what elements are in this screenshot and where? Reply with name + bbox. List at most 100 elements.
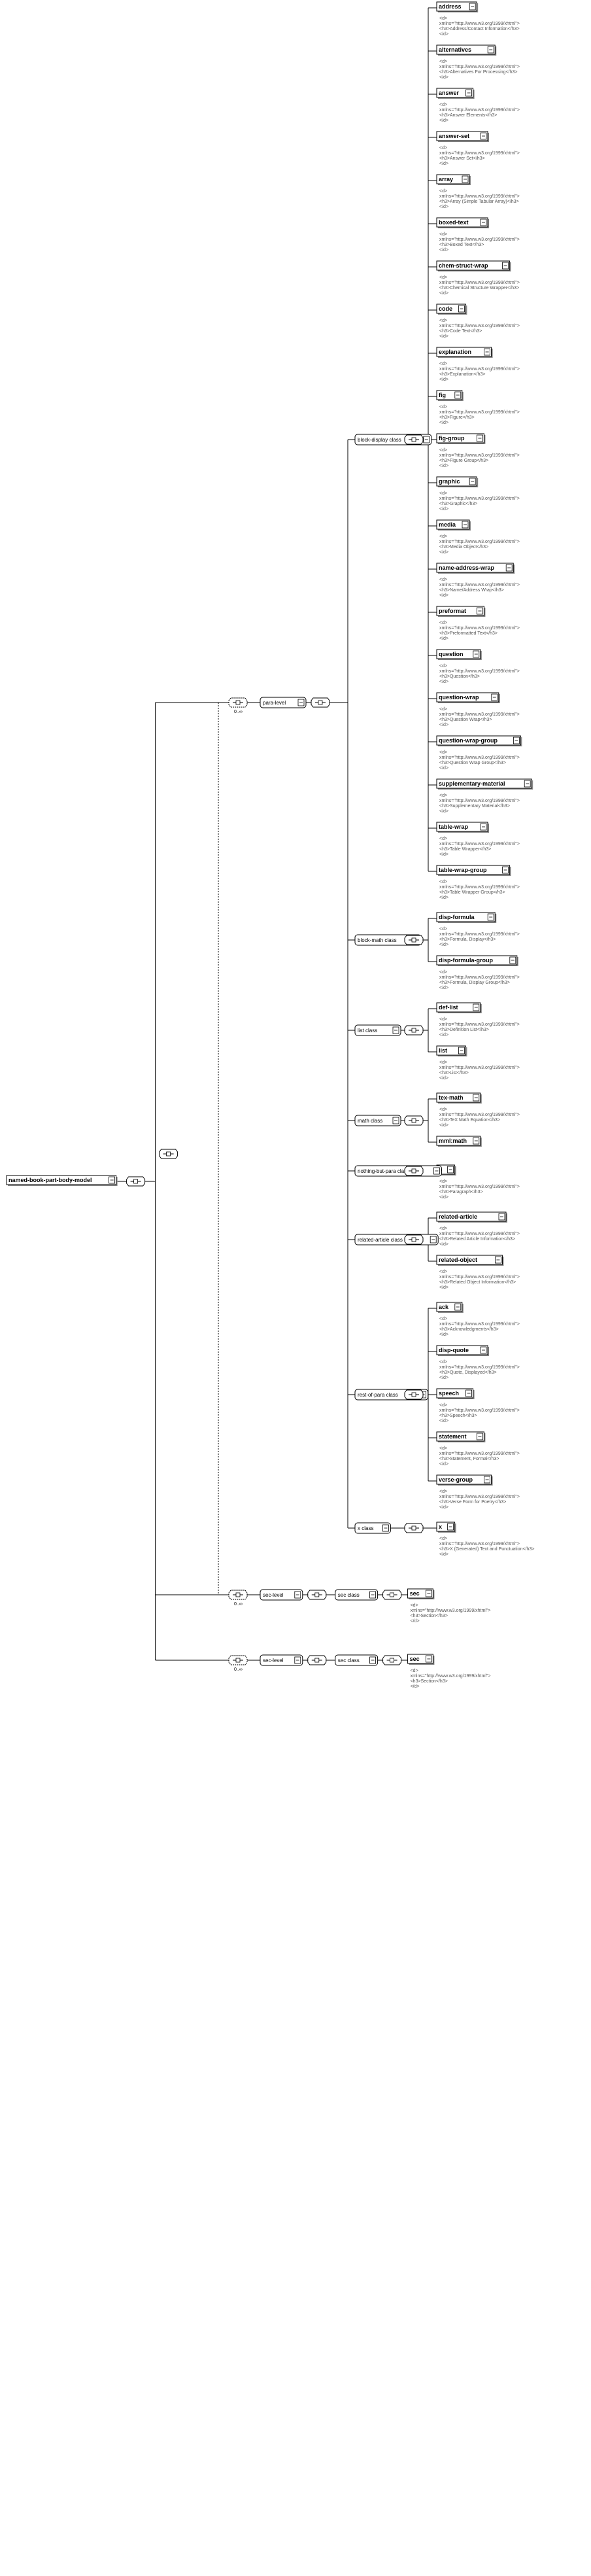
- expand-icon[interactable]: [484, 348, 490, 356]
- element-box-answer-set[interactable]: answer-set: [436, 131, 489, 142]
- expand-icon[interactable]: [458, 305, 465, 313]
- expand-icon[interactable]: [454, 1303, 462, 1311]
- inner-sequence[interactable]: [159, 1149, 178, 1159]
- expand-icon[interactable]: [487, 46, 494, 54]
- element-box-alternatives[interactable]: alternatives: [436, 44, 497, 56]
- element-box-question-wrap-group[interactable]: question-wrap-group: [436, 735, 522, 746]
- element-box-boxed-text[interactable]: boxed-text: [436, 217, 489, 228]
- expand-icon[interactable]: [465, 1389, 472, 1397]
- choice-compositor-7[interactable]: [404, 1523, 424, 1533]
- expand-icon[interactable]: [484, 1476, 490, 1484]
- element-box-mml-math[interactable]: mml:math: [436, 1136, 482, 1147]
- expand-icon[interactable]: [487, 913, 494, 921]
- choice-compositor-3[interactable]: [404, 1115, 424, 1126]
- expand-icon[interactable]: [447, 1166, 454, 1174]
- expand-icon[interactable]: [477, 607, 483, 615]
- sec-level-choice-1[interactable]: [307, 1655, 327, 1665]
- element-box-question[interactable]: question: [436, 649, 482, 660]
- element-box-chem-struct-wrap[interactable]: chem-struct-wrap: [436, 260, 511, 271]
- expand-icon[interactable]: [473, 1094, 480, 1102]
- expand-icon[interactable]: [498, 1213, 505, 1221]
- expand-icon[interactable]: [480, 132, 487, 140]
- expand-icon[interactable]: [473, 1003, 480, 1011]
- expand-icon[interactable]: [458, 1047, 465, 1054]
- expand-icon[interactable]: [502, 262, 509, 270]
- sec-class-group-0[interactable]: sec class: [335, 1589, 379, 1601]
- element-box-speech[interactable]: speech: [436, 1388, 475, 1399]
- element-box-named-book-part-body-model[interactable]: named-book-part-body-model: [6, 1175, 118, 1186]
- sec-level-group-0[interactable]: sec-level: [260, 1589, 303, 1601]
- sec-level-group-1[interactable]: sec-level: [260, 1654, 303, 1666]
- expand-icon[interactable]: [495, 1256, 501, 1264]
- element-box-disp-formula[interactable]: disp-formula: [436, 912, 497, 923]
- expand-icon[interactable]: [433, 1167, 440, 1175]
- expand-icon[interactable]: [294, 1656, 301, 1664]
- expand-icon[interactable]: [473, 1137, 480, 1145]
- expand-icon[interactable]: [480, 1346, 487, 1354]
- class-group-5[interactable]: related-article class: [354, 1234, 439, 1245]
- element-box-array[interactable]: array: [436, 174, 471, 185]
- element-box-related-object[interactable]: related-object: [436, 1255, 504, 1266]
- sec-level-choice-0[interactable]: [307, 1590, 327, 1600]
- element-box-table-wrap[interactable]: table-wrap: [436, 822, 489, 833]
- expand-icon[interactable]: [454, 391, 462, 399]
- choice-compositor-5[interactable]: [404, 1234, 424, 1245]
- class-group-4[interactable]: nothing-but-para class: [354, 1165, 442, 1177]
- element-box-graphic[interactable]: graphic: [436, 476, 479, 487]
- expand-icon[interactable]: [480, 218, 487, 226]
- root-sequence[interactable]: [126, 1176, 146, 1187]
- expand-icon[interactable]: [369, 1656, 376, 1664]
- expand-icon[interactable]: [109, 1176, 116, 1184]
- sec-class-group-1[interactable]: sec class: [335, 1654, 379, 1666]
- para-level-choice[interactable]: [311, 697, 330, 708]
- element-box-related-article[interactable]: related-article: [436, 1211, 507, 1223]
- expand-icon[interactable]: [447, 1523, 454, 1531]
- para-level-choice-outer[interactable]: [228, 697, 248, 708]
- element-box-disp-quote[interactable]: disp-quote: [436, 1345, 489, 1356]
- expand-icon[interactable]: [509, 956, 516, 964]
- expand-icon[interactable]: [469, 478, 476, 485]
- expand-icon[interactable]: [369, 1591, 376, 1599]
- choice-compositor-0[interactable]: [404, 434, 424, 445]
- expand-icon[interactable]: [392, 1026, 399, 1034]
- element-box-question-wrap[interactable]: question-wrap: [436, 692, 500, 703]
- expand-icon[interactable]: [469, 3, 476, 10]
- expand-icon[interactable]: [477, 434, 483, 442]
- class-group-7[interactable]: x class: [354, 1522, 391, 1534]
- element-box-preformat[interactable]: preformat: [436, 606, 486, 617]
- element-box-name-address-wrap[interactable]: name-address-wrap: [436, 563, 515, 574]
- element-box-table-wrap-group[interactable]: table-wrap-group: [436, 865, 511, 876]
- expand-icon[interactable]: [480, 823, 487, 831]
- para-level-group[interactable]: para-level: [260, 697, 307, 708]
- expand-icon[interactable]: [426, 1590, 432, 1597]
- class-group-3[interactable]: math class: [354, 1115, 401, 1126]
- element-box-fig-group[interactable]: fig-group: [436, 433, 486, 444]
- expand-icon[interactable]: [491, 693, 498, 701]
- element-box-statement[interactable]: statement: [436, 1431, 486, 1442]
- choice-compositor-1[interactable]: [404, 935, 424, 945]
- expand-icon[interactable]: [513, 737, 520, 744]
- element-box-address[interactable]: address: [436, 1, 479, 12]
- element-box-tex-math[interactable]: tex-math: [436, 1092, 482, 1104]
- expand-icon[interactable]: [524, 780, 531, 788]
- expand-icon[interactable]: [382, 1524, 389, 1532]
- expand-icon[interactable]: [465, 89, 472, 97]
- choice-compositor-2[interactable]: [404, 1025, 424, 1036]
- expand-icon[interactable]: [297, 699, 305, 706]
- choice-compositor-6[interactable]: [404, 1389, 424, 1400]
- expand-icon[interactable]: [505, 564, 513, 572]
- expand-icon[interactable]: [462, 175, 469, 183]
- element-box-supplementary-material[interactable]: supplementary-material: [436, 778, 533, 790]
- element-box-explanation[interactable]: explanation: [436, 347, 493, 358]
- expand-icon[interactable]: [294, 1591, 301, 1599]
- element-box-answer[interactable]: answer: [436, 88, 475, 99]
- element-box-disp-formula-group[interactable]: disp-formula-group: [436, 955, 518, 966]
- element-box-verse-group[interactable]: verse-group: [436, 1474, 493, 1486]
- sec-row-choice-0[interactable]: [228, 1590, 248, 1600]
- sec-row-choice-1[interactable]: [228, 1655, 248, 1665]
- expand-icon[interactable]: [430, 1236, 437, 1244]
- class-group-2[interactable]: list class: [354, 1024, 401, 1036]
- expand-icon[interactable]: [426, 1655, 432, 1663]
- expand-icon[interactable]: [502, 866, 509, 874]
- expand-icon[interactable]: [477, 1433, 483, 1440]
